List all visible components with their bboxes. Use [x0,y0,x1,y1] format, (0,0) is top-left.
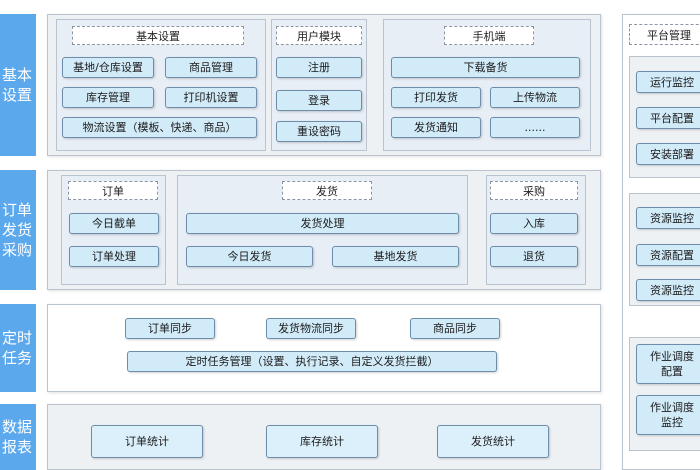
run-monitoring-button[interactable]: 运行监控 [636,71,700,93]
shipping-processing-button[interactable]: 发货处理 [186,213,459,234]
shipping-statistics-button[interactable]: 发货统计 [437,425,549,458]
platform-config-button[interactable]: 平台配置 [636,107,700,129]
category-basic-settings: 基本 设置 [0,14,36,156]
job-scheduling-monitor-button[interactable]: 作业调度 监控 [636,395,700,435]
platform-management-title: 平台管理 [629,24,700,45]
login-button[interactable]: 登录 [276,90,362,111]
today-cutoff-button[interactable]: 今日截单 [69,213,159,234]
print-ship-button[interactable]: 打印发货 [391,87,481,108]
printer-settings-button[interactable]: 打印机设置 [165,87,257,108]
inventory-statistics-button[interactable]: 库存统计 [266,425,378,458]
category-scheduled-tasks: 定时 任务 [0,304,36,392]
order-sync-button[interactable]: 订单同步 [125,318,215,339]
shipping-title: 发货 [282,181,372,200]
more-button[interactable]: ...... [490,117,580,138]
basic-settings-title: 基本设置 [72,26,244,45]
resource-monitoring-button-2[interactable]: 资源监控 [636,279,700,301]
install-deploy-button[interactable]: 安装部署 [636,143,700,165]
product-management-button[interactable]: 商品管理 [165,57,257,78]
order-processing-button[interactable]: 订单处理 [69,246,159,267]
logistics-settings-button[interactable]: 物流设置（模板、快递、商品） [62,117,257,138]
register-button[interactable]: 注册 [276,57,362,78]
resource-monitoring-button[interactable]: 资源监控 [636,207,700,229]
shipping-notice-button[interactable]: 发货通知 [391,117,481,138]
scheduled-task-management-button[interactable]: 定时任务管理（设置、执行记录、自定义发货拦截） [127,351,497,372]
order-title: 订单 [68,181,158,200]
user-module-title: 用户模块 [276,26,362,45]
base-shipping-button[interactable]: 基地发货 [332,246,459,267]
reset-password-button[interactable]: 重设密码 [276,121,362,142]
warehouse-settings-button[interactable]: 基地/仓库设置 [62,57,154,78]
product-sync-button[interactable]: 商品同步 [410,318,500,339]
shipping-logistics-sync-button[interactable]: 发货物流同步 [266,318,356,339]
today-shipping-button[interactable]: 今日发货 [186,246,313,267]
purchase-title: 采购 [490,181,578,200]
job-scheduling-config-button[interactable]: 作业调度 配置 [636,344,700,384]
mobile-title: 手机端 [444,26,534,45]
return-button[interactable]: 退货 [490,246,578,267]
download-stock-button[interactable]: 下载备货 [391,57,580,78]
resource-config-button[interactable]: 资源配置 [636,244,700,266]
category-order-shipping-purchase: 订单 发货 采购 [0,170,36,290]
stock-in-button[interactable]: 入库 [490,213,578,234]
inventory-management-button[interactable]: 库存管理 [62,87,154,108]
order-statistics-button[interactable]: 订单统计 [91,425,203,458]
upload-logistics-button[interactable]: 上传物流 [490,87,580,108]
category-data-reports: 数据 报表 [0,404,36,470]
